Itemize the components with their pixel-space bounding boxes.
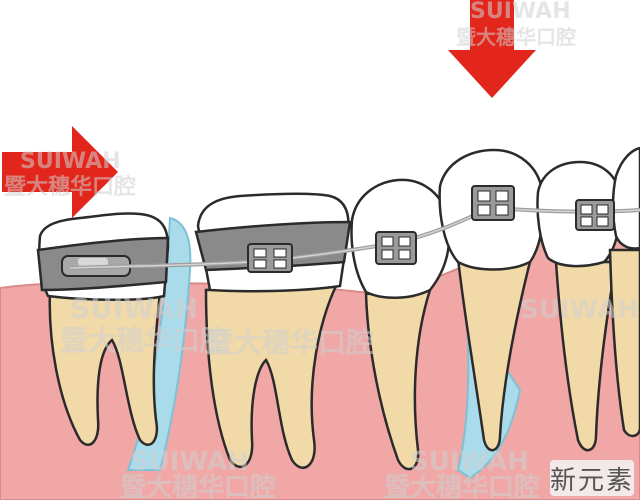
watermark-chinese: 暨大穗华口腔 bbox=[120, 472, 276, 500]
arrow-right-icon bbox=[2, 126, 118, 218]
tooth-molar-left bbox=[36, 212, 170, 446]
watermark-latin: SUIWAH bbox=[20, 149, 121, 174]
orthodontic-bracket-icon bbox=[575, 199, 615, 231]
corner-badge: 新元素 bbox=[550, 460, 634, 496]
orthodontic-bracket-icon bbox=[375, 231, 417, 265]
tooth-right-1 bbox=[536, 160, 622, 452]
watermark-latin: SUIWAH bbox=[520, 295, 639, 325]
watermark-chinese: 暨大穗华口腔 bbox=[384, 472, 540, 500]
watermark-chinese: 暨大穗华口腔 bbox=[206, 326, 374, 359]
arrow-down-icon bbox=[448, 0, 536, 98]
orthodontic-bracket-icon bbox=[247, 243, 293, 273]
watermark-latin: SUIWAH bbox=[410, 447, 529, 477]
watermark: SUIWAH 暨大穗华口腔 SUIWAH 暨大穗华口腔 SUIWAH 暨大穗华口… bbox=[4, 0, 639, 500]
watermark-chinese: 暨大穗华口腔 bbox=[456, 25, 576, 49]
watermark-latin: SUIWAH bbox=[70, 292, 198, 325]
watermark-latin: SUIWAH bbox=[130, 447, 249, 477]
orthodontic-bracket-icon bbox=[471, 185, 515, 221]
watermark-latin: SUIWAH bbox=[470, 0, 571, 24]
watermark-chinese: 暨大穗华口腔 bbox=[60, 324, 228, 357]
watermark-chinese: 暨大穗华口腔 bbox=[4, 174, 136, 200]
bone-loss-area-left bbox=[126, 216, 192, 471]
